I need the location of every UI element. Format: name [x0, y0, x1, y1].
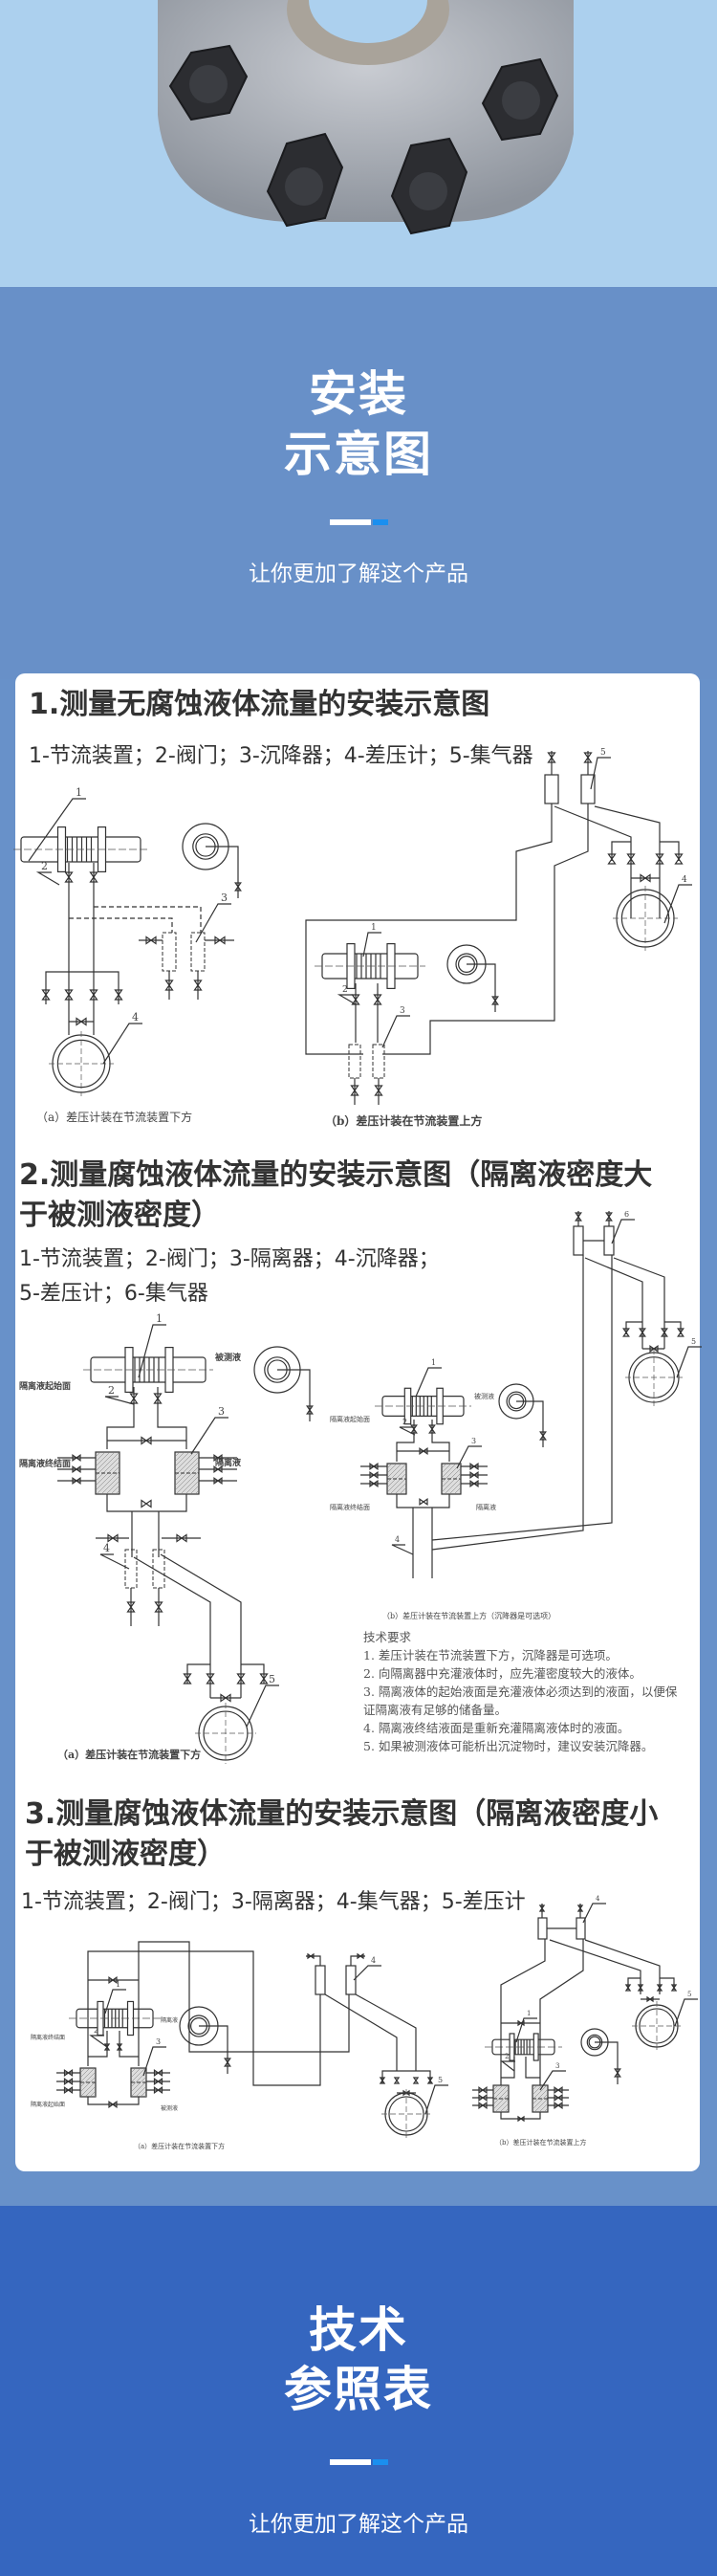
section1-heading: 1.测量无腐蚀液体流量的安装示意图 [29, 688, 490, 721]
section3-heading-line2: 于被测液密度） [25, 1838, 226, 1871]
tech-requirement-item: 5. 如果被测液体可能析出沉淀物时，建议安装沉降器。 [363, 1739, 654, 1753]
install-section-header: 安装 示意图 让你更加了解这个产品 [0, 287, 717, 679]
section3-heading-line1: 3.测量腐蚀液体流量的安装示意图（隔离液密度小 [25, 1797, 659, 1831]
tech-requirement-item: 2. 向隔离器中充灌液体时，应先灌密度较大的液体。 [363, 1666, 641, 1681]
tech-requirements-title: 技术要求 [363, 1630, 412, 1644]
tech-title-line1: 技术 [309, 2302, 408, 2358]
section2-legend-line2: 5-差压计；6-集气器 [19, 1282, 208, 1306]
tech-title-line2: 参照表 [284, 2362, 433, 2417]
flange-image [158, 0, 574, 235]
tech-section-header: 技术 参照表 让你更加了解这个产品 [0, 2206, 717, 2576]
product-photo [0, 0, 717, 287]
diagram-card [15, 673, 700, 2171]
tech-requirement-item: 3. 隔离液体的起始液面是充灌液体必须达到的液面，以便保证隔离液有足够的储备量。 [363, 1684, 678, 1717]
technical-requirements: 技术要求 1. 差压计装在节流装置下方，沉降器是可选项。 2. 向隔离器中充灌液… [363, 1628, 688, 1755]
tech-requirement-item: 4. 隔离液终结液面是重新充灌隔离液体时的液面。 [363, 1721, 630, 1735]
section2-heading-line1: 2.测量腐蚀液体流量的安装示意图（隔离液密度大 [19, 1158, 653, 1192]
tech-requirement-item: 1. 差压计装在节流装置下方，沉降器是可选项。 [363, 1648, 618, 1662]
section2-legend-line1: 1-节流装置；2-阀门；3-隔离器；4-沉降器； [19, 1247, 440, 1271]
tech-subtitle: 让你更加了解这个产品 [249, 2512, 468, 2537]
section1-legend: 1-节流装置；2-阀门；3-沉降器；4-差压计；5-集气器 [29, 744, 533, 768]
section2-heading-line2: 于被测液密度） [19, 1199, 220, 1232]
section-title-line2: 示意图 [284, 427, 433, 482]
section-subtitle: 让你更加了解这个产品 [249, 561, 468, 586]
section3-legend: 1-节流装置；2-阀门；3-隔离器；4-集气器；5-差压计 [21, 1890, 526, 1914]
section-title-line1: 安装 [309, 366, 408, 422]
